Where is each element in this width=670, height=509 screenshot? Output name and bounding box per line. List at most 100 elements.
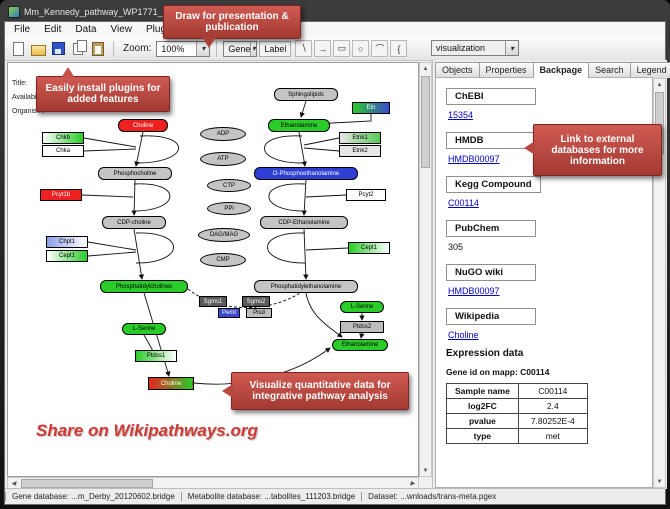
pathway-node-o-phosphoethanolamine[interactable]: O-Phosphoethanolamine: [254, 167, 358, 180]
visualization-select[interactable]: visualization: [431, 40, 519, 56]
menu-edit[interactable]: Edit: [44, 24, 62, 35]
new-file-button[interactable]: [9, 40, 27, 58]
pathway-node-cdp-choline[interactable]: CDP-choline: [102, 216, 166, 229]
brace-tool-icon[interactable]: {: [390, 40, 408, 57]
toolbar-separator: [216, 40, 218, 57]
scrollbar-thumb[interactable]: [21, 479, 153, 488]
copy-icon: [73, 39, 87, 55]
scroll-up-icon[interactable]: [654, 79, 665, 90]
label-tool-button[interactable]: Label: [259, 40, 292, 57]
expression-cell: C00114: [517, 383, 588, 399]
pathway-node-etn[interactable]: Etn: [352, 102, 390, 114]
pathway-info-label: Title:: [12, 80, 27, 87]
pathway-info-label: Organism:: [12, 108, 45, 115]
backpage-section-header: PubChem: [446, 220, 536, 237]
pathway-node-pemt[interactable]: Pemt: [218, 308, 240, 318]
backpage-value: 305: [448, 242, 464, 252]
pathway-node-phosphatidylcholines[interactable]: Phosphatidylcholines: [100, 280, 188, 293]
selection-handle[interactable]: [192, 388, 193, 389]
pathway-node-chpt1[interactable]: Chpt1: [46, 236, 88, 248]
pathway-node-ctp[interactable]: CTP: [207, 179, 251, 192]
selection-handle[interactable]: [149, 388, 150, 389]
arrow-tool-icon[interactable]: →: [314, 40, 332, 57]
canvas-vertical-scrollbar[interactable]: [419, 62, 432, 477]
open-file-button[interactable]: [29, 40, 47, 58]
pathway-node-chka[interactable]: Chka: [42, 145, 84, 157]
pathway-node-l-serine-left[interactable]: L-Serine: [122, 323, 166, 335]
pathway-node-atp[interactable]: ATP: [200, 152, 246, 166]
pathway-node-chkb[interactable]: Chkb: [42, 132, 84, 144]
ellipse-tool-icon[interactable]: ○: [352, 40, 370, 57]
pathway-node-etnk1[interactable]: Etnk1: [339, 132, 381, 144]
pathway-node-ptdss2[interactable]: Ptdss2: [340, 321, 384, 333]
selection-handle[interactable]: [192, 380, 193, 386]
tab-properties[interactable]: Properties: [478, 62, 534, 78]
menu-view[interactable]: View: [110, 24, 132, 35]
pathway-node-ethanolamine-bottom[interactable]: Ethanolamine: [332, 339, 388, 351]
paste-button[interactable]: [89, 40, 107, 58]
backpage-section-header: Kegg Compound: [446, 176, 541, 193]
pathway-node-choline-top[interactable]: Choline: [118, 119, 168, 132]
pathway-node-cept1-right[interactable]: Cept1: [348, 242, 390, 254]
arc-tool-icon[interactable]: ⌒: [371, 40, 389, 57]
scroll-up-icon[interactable]: [420, 63, 431, 74]
pathway-node-cept1-left[interactable]: Cept1: [46, 250, 88, 262]
tab-legend[interactable]: Legend: [629, 62, 670, 78]
menu-plugins[interactable]: Plugins: [139, 24, 186, 35]
pathway-node-pcyt1b[interactable]: Pcyt1b: [40, 189, 82, 201]
pathway-node-pcyt2[interactable]: Pcyt2: [346, 189, 386, 201]
chevron-down-icon: [505, 41, 518, 55]
pathway-node-choline-selected[interactable]: Choline: [148, 377, 194, 390]
datanode-type-select[interactable]: Gene: [223, 40, 258, 57]
scroll-down-icon[interactable]: [654, 476, 665, 487]
tab-objects[interactable]: Objects: [435, 62, 480, 78]
pathway-node-cdp-ethanolamine[interactable]: CDP-Ethanolamine: [260, 216, 348, 229]
pathway-node-ptdss1[interactable]: Ptdss1: [135, 350, 177, 362]
backpage-link[interactable]: C00114: [448, 198, 479, 208]
menu-data[interactable]: Data: [75, 24, 97, 35]
selection-handle[interactable]: [149, 378, 150, 379]
backpage-link[interactable]: HMDB00097: [448, 286, 500, 296]
callout-draw-presentation: Draw for presentation & publication: [163, 5, 301, 48]
title-bar[interactable]: Mm_Kennedy_pathway_WP1771_45176.gpml: [8, 4, 210, 19]
backpage-link[interactable]: HMDB00097: [448, 154, 500, 164]
pathway-node-adp[interactable]: ADP: [200, 127, 246, 141]
menu-file[interactable]: File: [14, 24, 31, 35]
pathway-canvas[interactable]: Title:Availability:Organism:: [7, 62, 419, 477]
panel-scrollbar[interactable]: [653, 78, 666, 488]
selection-handle[interactable]: [192, 378, 193, 379]
app-icon: [8, 5, 20, 18]
pathway-node-phosphatidylethanolamine[interactable]: Phosphatidylethanolamine: [254, 280, 358, 293]
pathway-node-dag-mag[interactable]: DAG/MAG: [198, 228, 250, 242]
datanode-type-value: Gene: [228, 43, 251, 54]
callout-text: Link to external databases for more info…: [551, 133, 644, 167]
copy-button[interactable]: [69, 39, 87, 58]
rect-tool-icon[interactable]: ▭: [333, 40, 351, 57]
callout-pointer-icon: [202, 37, 216, 48]
tab-search[interactable]: Search: [588, 62, 631, 78]
selection-handle[interactable]: [168, 378, 173, 379]
save-button[interactable]: [49, 40, 67, 58]
line-tool-icon[interactable]: ∖: [295, 40, 313, 57]
pathway-node-etnk2[interactable]: Etnk2: [339, 145, 381, 157]
pathway-node-sgms2[interactable]: Sgms2: [242, 296, 270, 307]
expression-cell: 7.80252E-4: [517, 413, 588, 429]
pathway-node-phosphocholine[interactable]: Phosphocholine: [98, 167, 172, 180]
selection-handle[interactable]: [149, 380, 150, 386]
new-file-icon: [12, 41, 24, 56]
pathway-node-sphingolipids[interactable]: Sphingolipids: [274, 88, 338, 101]
pathway-node-sgms1[interactable]: Sgms1: [199, 296, 227, 307]
backpage-link[interactable]: Choline: [448, 330, 479, 340]
pathway-node-ppi[interactable]: PPi: [207, 202, 251, 215]
expression-cell: 2.4: [517, 398, 588, 414]
share-text: Share on Wikipathways.org: [36, 421, 258, 440]
pathway-node-l-serine-right[interactable]: L-Serine: [340, 301, 384, 313]
pathway-node-ethanolamine-top[interactable]: Ethanolamine: [268, 119, 330, 132]
scroll-down-icon[interactable]: [420, 465, 431, 476]
selection-handle[interactable]: [168, 388, 173, 389]
pathway-node-cmp[interactable]: CMP: [200, 253, 246, 267]
tab-backpage[interactable]: Backpage: [532, 62, 590, 78]
backpage-link[interactable]: 15354: [448, 110, 474, 120]
scrollbar-thumb[interactable]: [421, 76, 430, 168]
pathway-node-pisd[interactable]: Pisd: [246, 308, 272, 318]
